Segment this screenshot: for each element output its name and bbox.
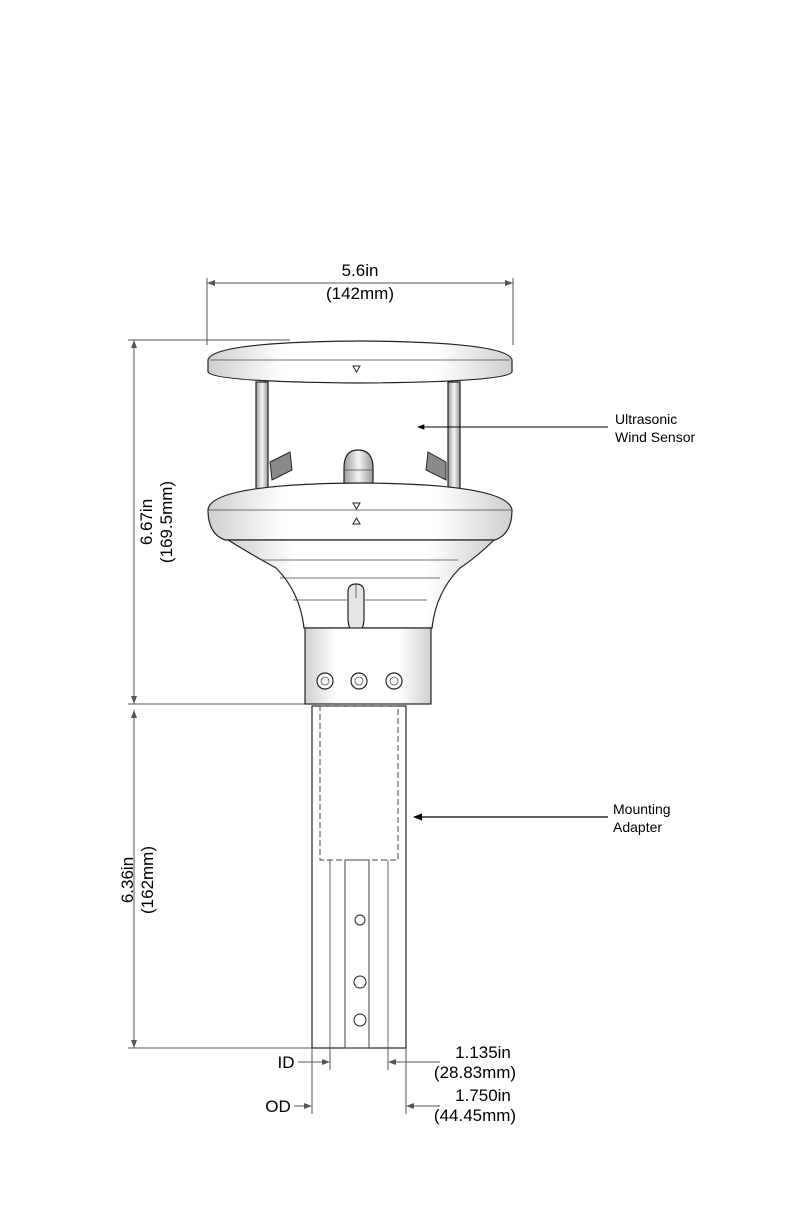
id-imperial: 1.135in: [455, 1043, 511, 1062]
width-imperial: 5.6in: [342, 261, 379, 280]
sensor-height-metric: (169.5mm): [157, 481, 176, 563]
id-label: ID: [278, 1053, 295, 1072]
screw-holes: [317, 673, 402, 689]
adapter-callout-line1: Mounting: [613, 801, 671, 817]
mounting-adapter: [312, 706, 406, 1048]
wind-sensor-body: [208, 341, 512, 704]
sensor-callout-line1: Ultrasonic: [615, 411, 677, 427]
width-dimension: 5.6in (142mm): [207, 261, 513, 345]
od-imperial: 1.750in: [455, 1086, 511, 1105]
width-metric: (142mm): [326, 284, 394, 303]
inner-diameter-dimension: ID 1.135in (28.83mm): [278, 1043, 517, 1082]
od-label: OD: [265, 1097, 291, 1116]
sensor-callout-line2: Wind Sensor: [615, 429, 695, 445]
sensor-height-imperial: 6.67in: [137, 499, 156, 545]
adapter-height-metric: (162mm): [138, 846, 157, 914]
adapter-height-dimension: 6.36in (162mm): [118, 710, 312, 1048]
id-metric: (28.83mm): [434, 1063, 516, 1082]
adapter-callout-line2: Adapter: [613, 819, 662, 835]
adapter-callout: Mounting Adapter: [414, 801, 671, 835]
od-metric: (44.45mm): [434, 1106, 516, 1125]
adapter-height-imperial: 6.36in: [118, 857, 137, 903]
